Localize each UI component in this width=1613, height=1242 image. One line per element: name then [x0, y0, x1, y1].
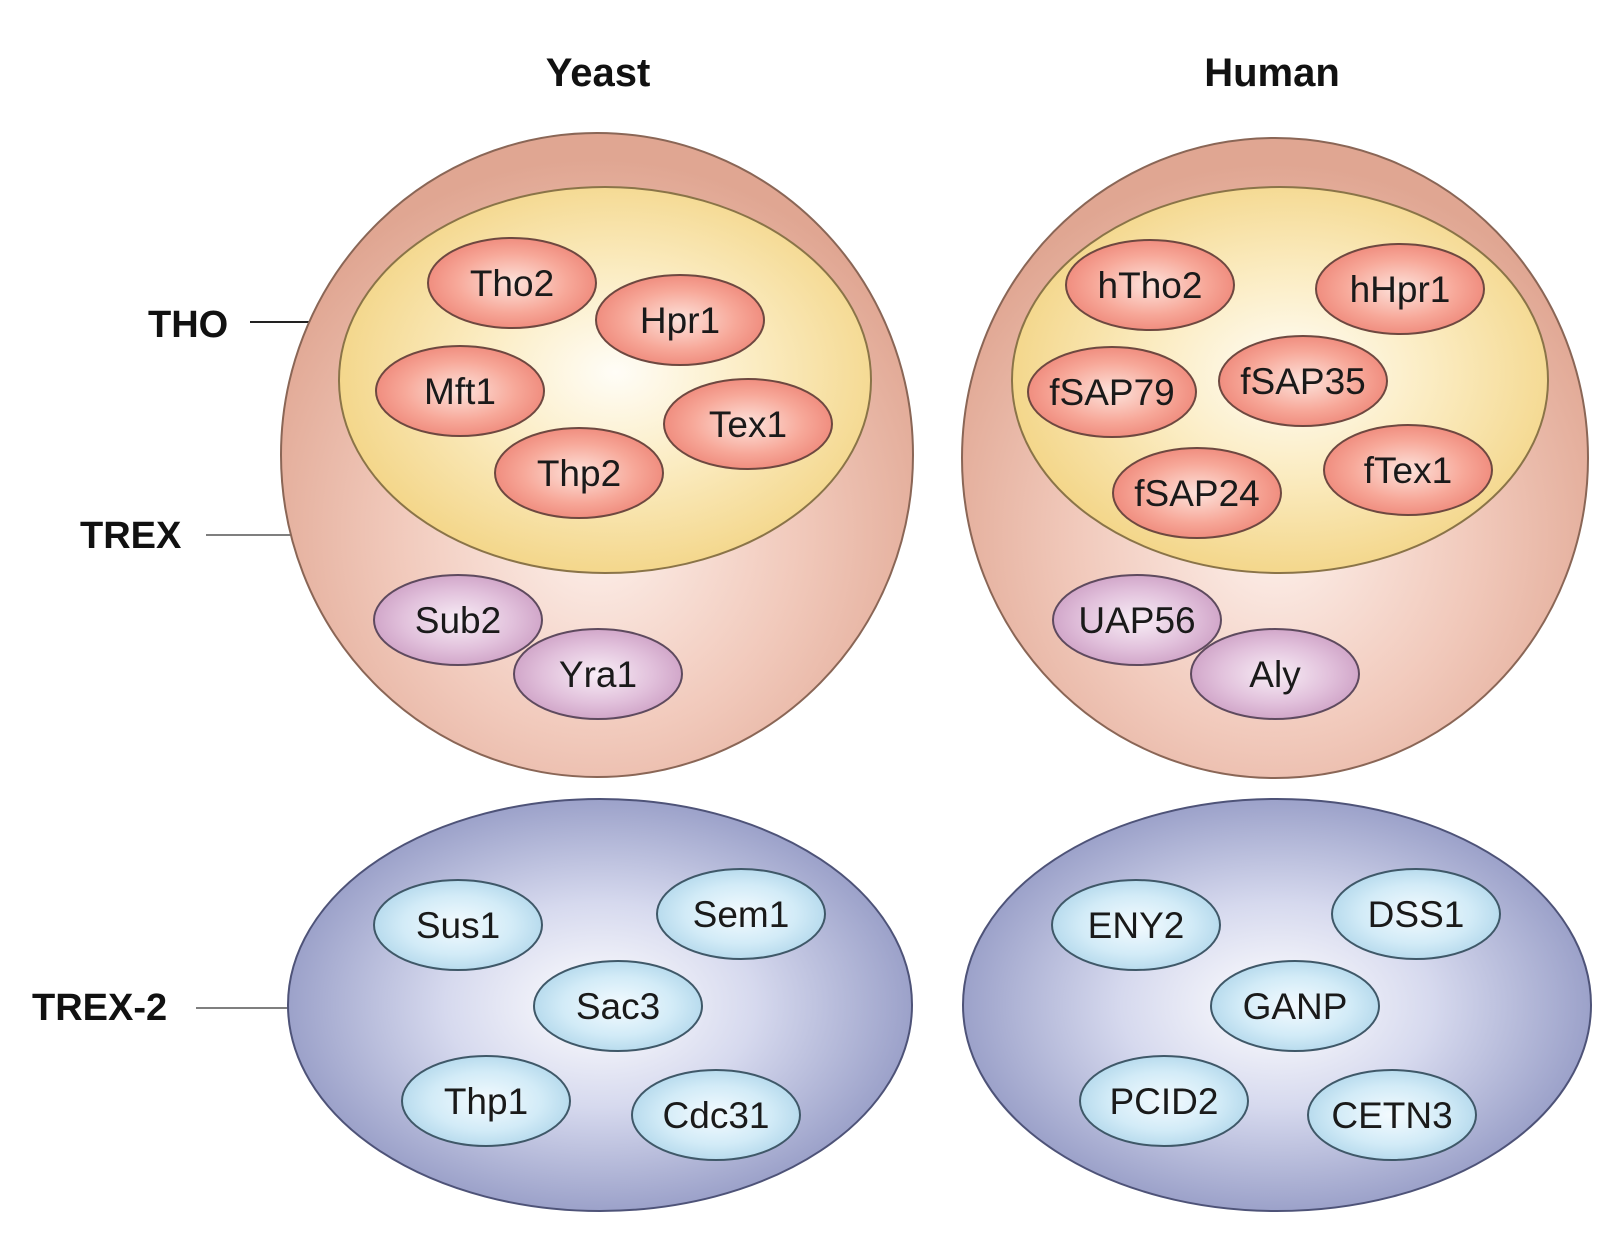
svg-text:Sac3: Sac3 [576, 986, 660, 1027]
protein-eny2: ENY2 [1051, 879, 1221, 971]
protein-pcid2: PCID2 [1079, 1055, 1249, 1147]
svg-text:Cdc31: Cdc31 [663, 1095, 770, 1136]
protein-tex1: Tex1 [663, 378, 833, 470]
protein-cetn3: CETN3 [1307, 1069, 1477, 1161]
protein-fsap79: fSAP79 [1027, 346, 1197, 438]
human-trex2-complex: ENY2 DSS1 GANP PCID2 CETN3 [962, 798, 1592, 1212]
protein-sub2: Sub2 [373, 574, 543, 666]
protein-sus1: Sus1 [373, 879, 543, 971]
svg-text:Aly: Aly [1249, 654, 1301, 695]
svg-text:UAP56: UAP56 [1078, 600, 1195, 641]
protein-aly: Aly [1190, 628, 1360, 720]
human-heading: Human [1204, 51, 1340, 95]
protein-fsap24: fSAP24 [1112, 447, 1282, 539]
svg-text:fSAP79: fSAP79 [1049, 372, 1174, 413]
svg-text:hTho2: hTho2 [1098, 265, 1203, 306]
human-trex-complex: hTho2 hHpr1 fSAP79 fSAP35 fSAP24 fTex1 U… [961, 137, 1589, 779]
svg-text:fTex1: fTex1 [1364, 450, 1452, 491]
protein-thp2: Thp2 [494, 427, 664, 519]
protein-dss1: DSS1 [1331, 868, 1501, 960]
protein-tho2: Tho2 [427, 237, 597, 329]
svg-text:PCID2: PCID2 [1110, 1081, 1219, 1122]
svg-text:GANP: GANP [1243, 986, 1348, 1027]
svg-text:Yra1: Yra1 [559, 654, 637, 695]
svg-text:Sem1: Sem1 [693, 894, 790, 935]
yeast-heading: Yeast [546, 51, 651, 95]
svg-text:Tex1: Tex1 [709, 404, 787, 445]
protein-yra1: Yra1 [513, 628, 683, 720]
protein-sac3: Sac3 [533, 960, 703, 1052]
yeast-trex2-complex: Sus1 Sem1 Sac3 Thp1 Cdc31 [287, 798, 913, 1212]
yeast-trex-complex: Tho2 Hpr1 Mft1 Tex1 Thp2 Sub2 Yra1 [280, 132, 914, 778]
svg-text:Sus1: Sus1 [416, 905, 500, 946]
protein-uap56: UAP56 [1052, 574, 1222, 666]
protein-htho2: hTho2 [1065, 239, 1235, 331]
svg-text:fSAP35: fSAP35 [1240, 361, 1365, 402]
svg-text:Tho2: Tho2 [470, 263, 554, 304]
svg-text:Mft1: Mft1 [424, 371, 496, 412]
svg-text:Hpr1: Hpr1 [640, 300, 720, 341]
svg-text:Sub2: Sub2 [415, 600, 501, 641]
protein-hhpr1: hHpr1 [1315, 243, 1485, 335]
protein-ganp: GANP [1210, 960, 1380, 1052]
svg-text:ENY2: ENY2 [1088, 905, 1185, 946]
tho-label: THO [148, 304, 228, 346]
svg-text:DSS1: DSS1 [1368, 894, 1465, 935]
trex-label: TREX [80, 515, 182, 557]
svg-text:CETN3: CETN3 [1331, 1095, 1452, 1136]
protein-ftex1: fTex1 [1323, 424, 1493, 516]
svg-text:fSAP24: fSAP24 [1134, 473, 1259, 514]
trex2-label: TREX-2 [32, 987, 167, 1029]
protein-hpr1: Hpr1 [595, 274, 765, 366]
protein-fsap35: fSAP35 [1218, 335, 1388, 427]
svg-text:Thp2: Thp2 [537, 453, 621, 494]
svg-text:Thp1: Thp1 [444, 1081, 528, 1122]
protein-thp1: Thp1 [401, 1055, 571, 1147]
protein-cdc31: Cdc31 [631, 1069, 801, 1161]
protein-mft1: Mft1 [375, 345, 545, 437]
svg-text:hHpr1: hHpr1 [1350, 269, 1451, 310]
protein-sem1: Sem1 [656, 868, 826, 960]
